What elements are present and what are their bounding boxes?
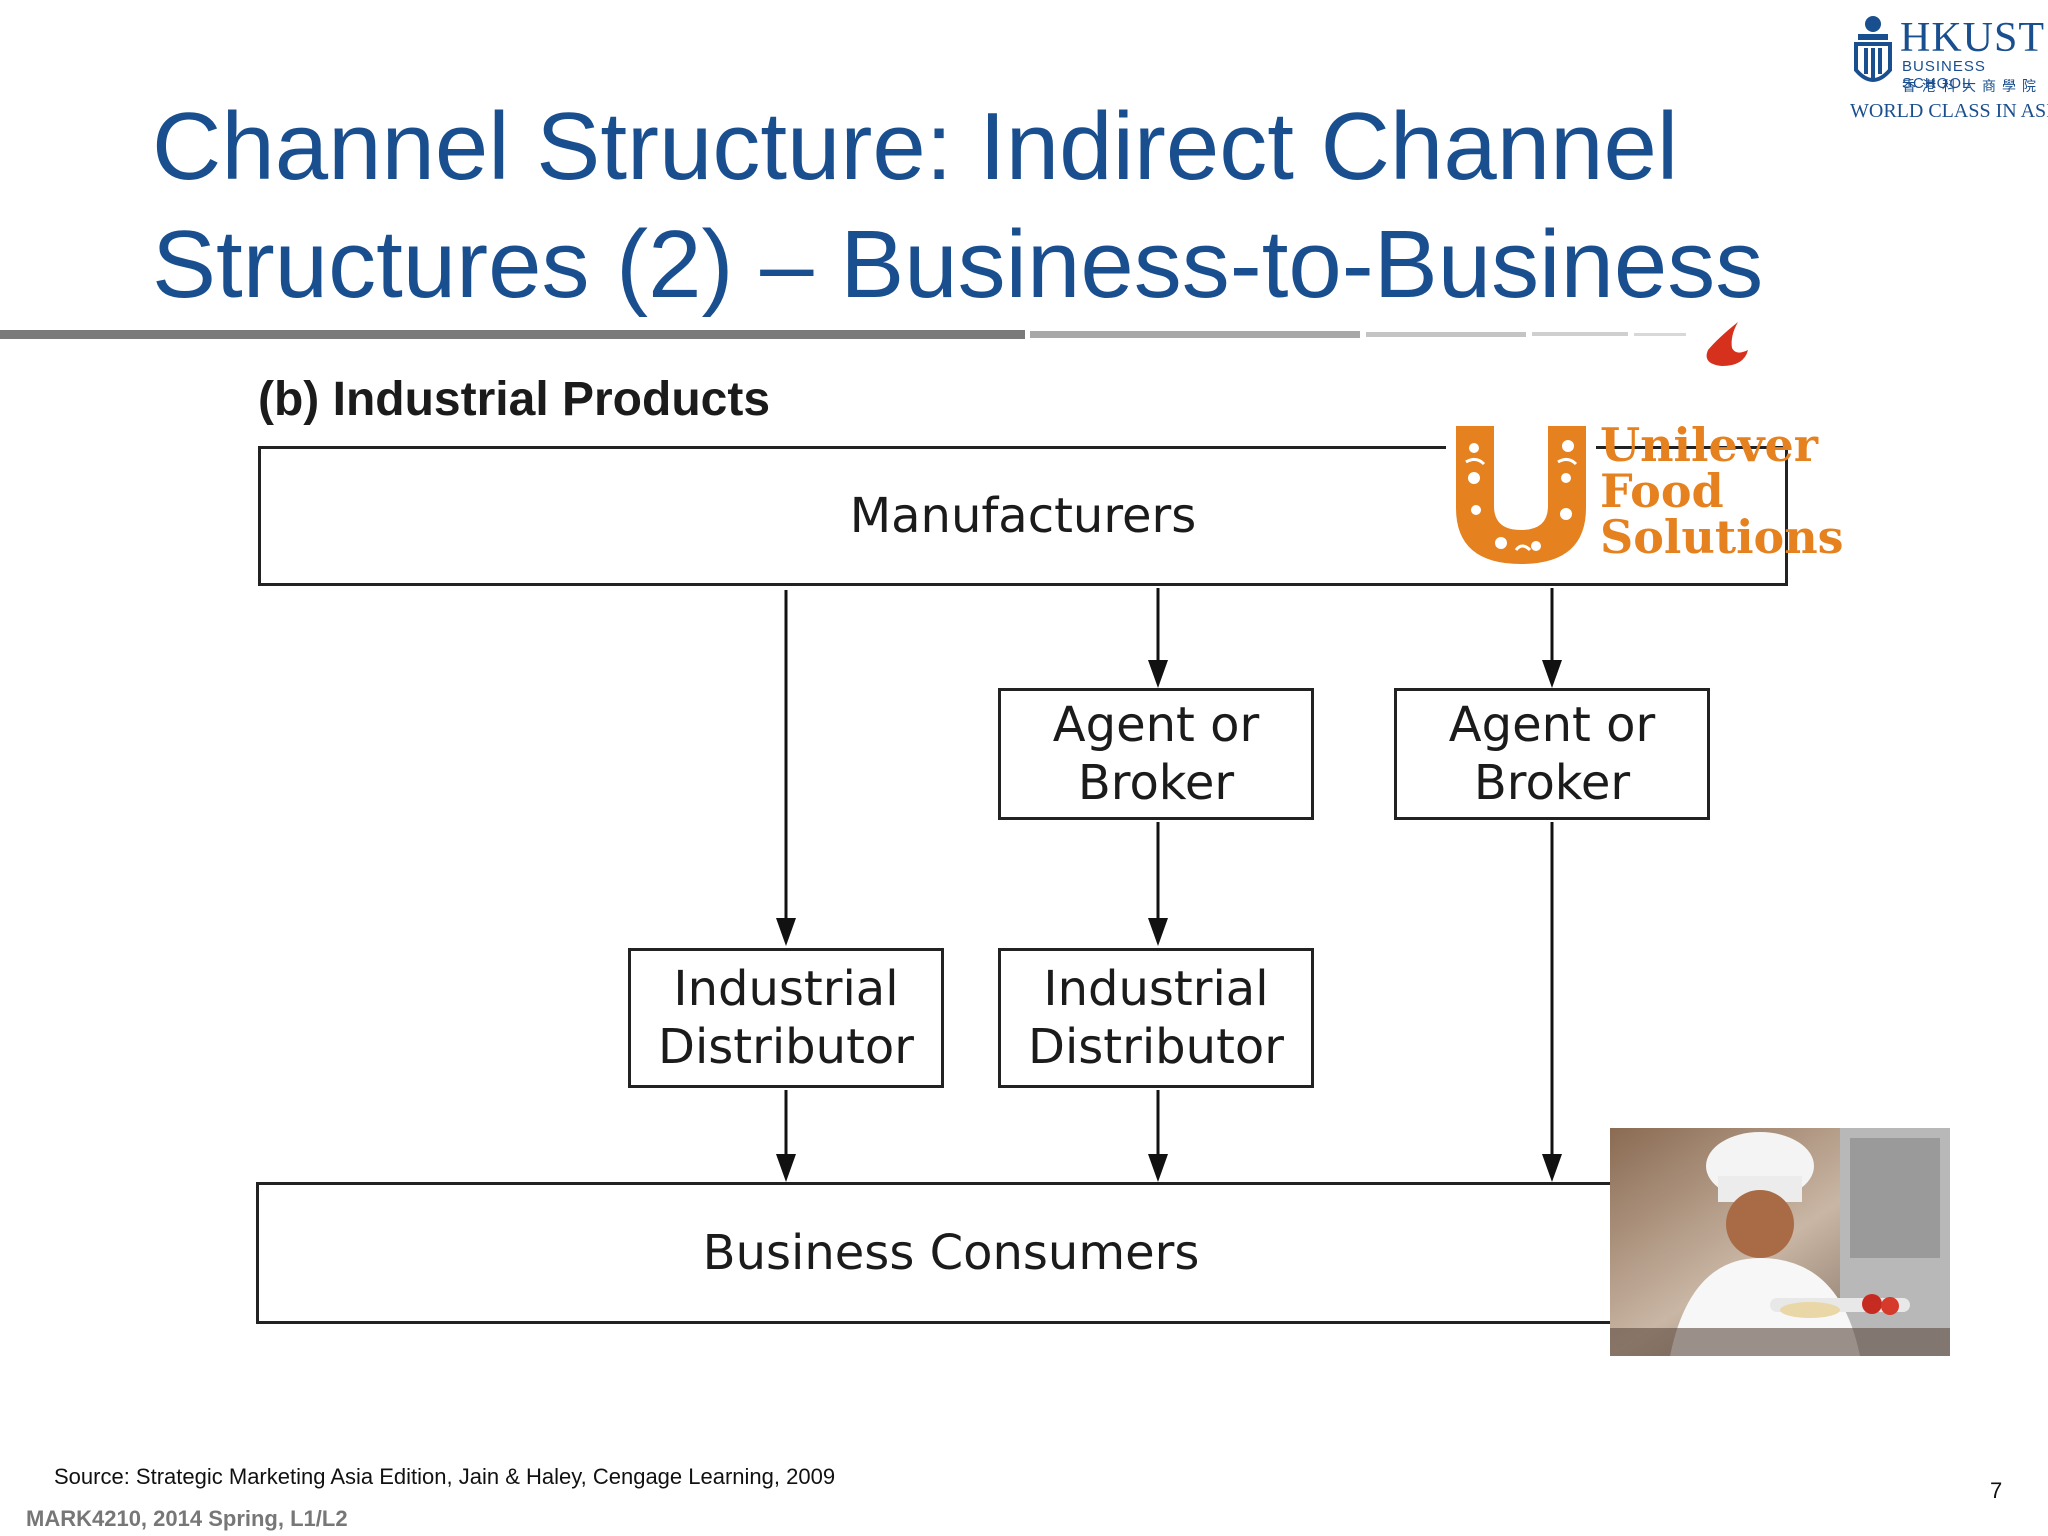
hkust-logo-chinese: 香港科大商學院 [1902, 78, 2042, 94]
diagram-label: (b) Industrial Products [258, 373, 771, 426]
unilever-line-3: Solutions [1600, 510, 1844, 564]
hkust-logo: HKUST BUSINESS SCHOOL 香港科大商學院 WORLD CLAS… [1846, 14, 2048, 124]
agent-broker-box-1: Agent or Broker [998, 688, 1314, 820]
agent-broker-label-2: Agent or Broker [1448, 697, 1656, 811]
industrial-distributor-label-2: Industrial Distributor [1027, 961, 1284, 1075]
hkust-logo-tagline: WORLD CLASS IN ASIA [1850, 100, 2048, 122]
industrial-distributor-box-1: Industrial Distributor [628, 948, 944, 1088]
flame-icon [1706, 322, 1748, 366]
agent-broker-label-1: Agent or Broker [1052, 697, 1260, 811]
industrial-distributor-box-2: Industrial Distributor [998, 948, 1314, 1088]
unilever-line-1: Unilever [1600, 418, 1819, 472]
chef-photo [1610, 1128, 1950, 1356]
title-line-1: Channel Structure: Indirect Channel [152, 93, 1679, 200]
page-number: 7 [1990, 1478, 2003, 1503]
hkust-crest-icon [1854, 16, 1892, 82]
unilever-food-solutions-wordmark: Unilever Food Solutions [1600, 422, 1844, 560]
hkust-logo-sub: BUSINESS SCHOOL [1902, 58, 1986, 92]
hkust-logo-name: HKUST [1900, 15, 2046, 61]
business-consumers-label: Business Consumers [702, 1225, 1200, 1281]
title-line-2: Structures (2) – Business-to-Business [152, 211, 1764, 318]
unilever-line-2: Food [1600, 464, 1724, 518]
agent-broker-box-2: Agent or Broker [1394, 688, 1710, 820]
unilever-u-logo-icon [1446, 418, 1596, 568]
manufacturers-label: Manufacturers [849, 488, 1197, 544]
industrial-distributor-label-1: Industrial Distributor [657, 961, 914, 1075]
title-divider [0, 322, 1748, 366]
source-citation: Source: Strategic Marketing Asia Edition… [54, 1464, 836, 1489]
slide-title: Channel Structure: Indirect Channel Stru… [152, 88, 1812, 324]
course-footer: MARK4210, 2014 Spring, L1/L2 [26, 1506, 348, 1531]
